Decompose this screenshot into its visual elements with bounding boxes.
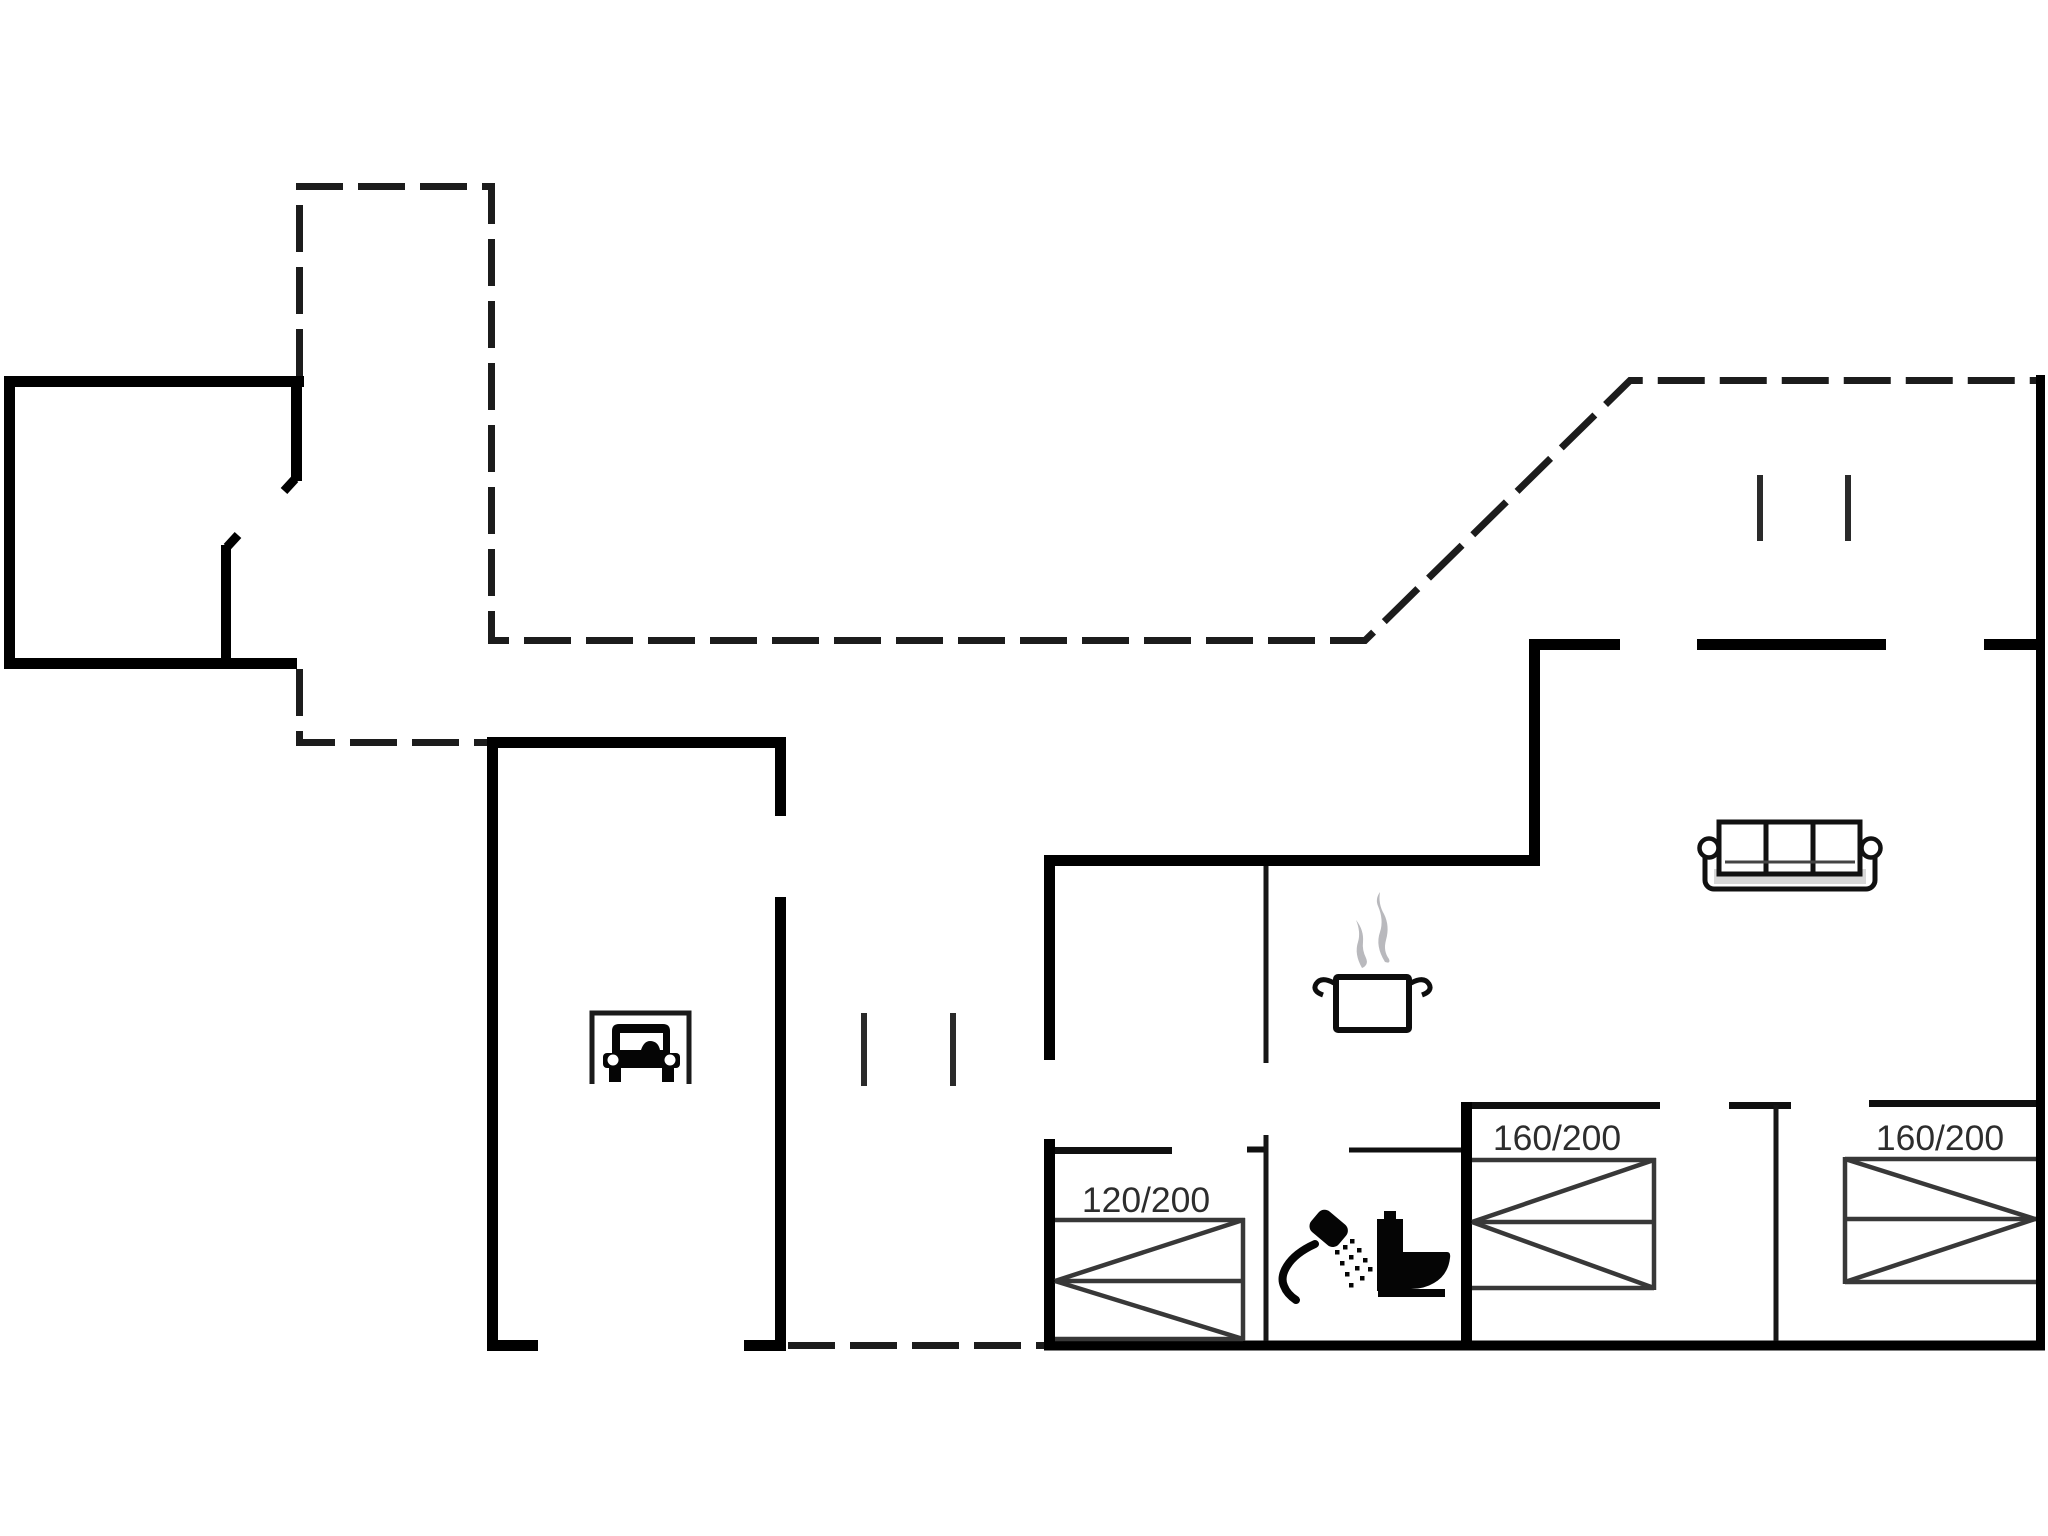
svg-text:160/200: 160/200 — [1493, 1118, 1621, 1158]
svg-text:160/200: 160/200 — [1876, 1118, 2004, 1158]
svg-text:120/200: 120/200 — [1082, 1180, 1210, 1220]
